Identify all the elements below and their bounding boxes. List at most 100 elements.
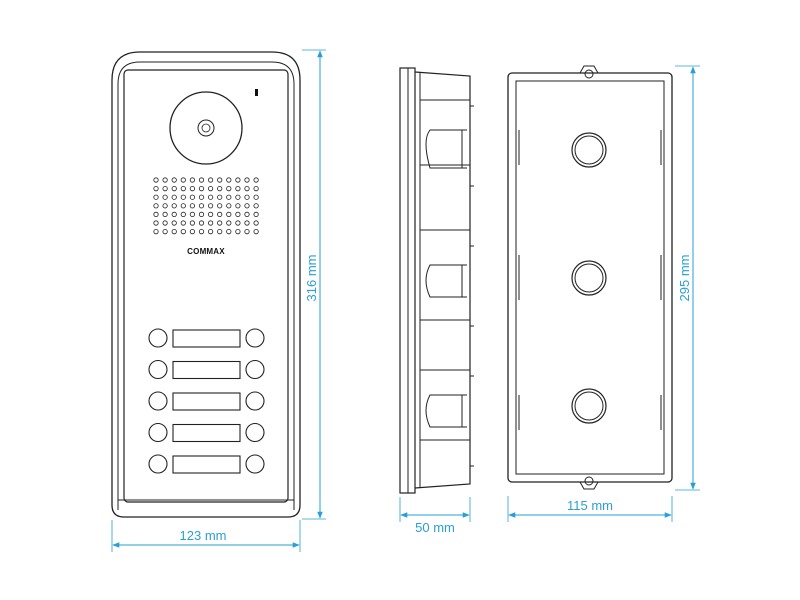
speaker-hole — [198, 211, 205, 217]
speaker-hole — [208, 194, 214, 200]
speaker-hole — [189, 186, 195, 192]
brand-logo: COMMAX — [187, 247, 225, 256]
speaker-hole — [244, 203, 250, 209]
speaker-hole — [180, 177, 186, 183]
speaker-hole — [198, 220, 205, 226]
speaker-hole — [171, 186, 177, 192]
speaker-hole — [198, 177, 205, 183]
speaker-hole — [198, 186, 205, 192]
speaker-hole — [226, 220, 232, 226]
speaker-hole — [198, 229, 205, 235]
call-button-row — [148, 359, 265, 380]
speaker-hole — [235, 194, 241, 200]
call-button[interactable] — [245, 422, 265, 443]
speaker-hole — [217, 194, 223, 200]
call-button-row — [148, 454, 265, 474]
side-depth-label: 50 mm — [415, 520, 455, 535]
speaker-hole — [244, 194, 250, 200]
call-button[interactable] — [245, 328, 265, 348]
speaker-hole — [189, 211, 195, 217]
speaker-hole — [198, 203, 205, 209]
speaker-hole — [244, 229, 250, 235]
side-clip — [425, 264, 467, 298]
speaker-hole — [189, 203, 195, 209]
speaker-hole — [162, 203, 168, 209]
speaker-hole — [180, 194, 186, 200]
speaker-hole — [253, 229, 259, 235]
speaker-hole — [208, 211, 214, 217]
speaker-hole — [171, 194, 177, 200]
name-plate — [172, 329, 241, 348]
camera-lens-icon — [169, 91, 243, 165]
front-panel: COMMAX — [111, 51, 301, 518]
speaker-hole — [189, 194, 195, 200]
name-plate — [172, 423, 241, 443]
speaker-hole — [153, 229, 159, 235]
speaker-hole — [244, 177, 250, 183]
speaker-hole — [171, 177, 177, 183]
call-button[interactable] — [148, 422, 168, 443]
call-button[interactable] — [148, 454, 168, 474]
call-button[interactable] — [148, 391, 168, 411]
speaker-hole — [217, 186, 223, 192]
status-led-icon — [255, 89, 258, 96]
speaker-hole — [153, 177, 159, 183]
speaker-hole — [235, 186, 241, 192]
speaker-hole — [189, 220, 195, 226]
speaker-hole — [208, 203, 214, 209]
speaker-hole — [153, 211, 159, 217]
speaker-hole — [217, 220, 223, 226]
cable-knockout-icon — [571, 388, 607, 424]
speaker-hole — [189, 177, 195, 183]
speaker-hole — [235, 203, 241, 209]
speaker-hole — [235, 177, 241, 183]
call-button-row — [148, 391, 265, 411]
call-button[interactable] — [245, 391, 265, 411]
speaker-hole — [253, 211, 259, 217]
mounting-screw-icon — [584, 476, 594, 486]
call-button[interactable] — [148, 359, 168, 380]
back-box-width-dimension: 115 mm — [507, 496, 673, 522]
call-button[interactable] — [245, 359, 265, 380]
speaker-hole — [189, 229, 195, 235]
side-view — [399, 67, 474, 494]
call-button-row — [148, 328, 265, 348]
speaker-hole — [162, 211, 168, 217]
speaker-hole — [208, 220, 214, 226]
side-clip — [425, 394, 467, 428]
speaker-hole — [180, 229, 186, 235]
speaker-hole — [226, 211, 232, 217]
speaker-hole — [162, 229, 168, 235]
speaker-hole — [180, 203, 186, 209]
speaker-hole — [162, 186, 168, 192]
speaker-hole — [162, 220, 168, 226]
speaker-hole — [235, 211, 241, 217]
speaker-hole — [235, 229, 241, 235]
front-height-label: 316 mm — [304, 255, 319, 302]
back-box-height-label: 295 mm — [677, 255, 692, 302]
speaker-hole — [253, 220, 259, 226]
speaker-hole — [217, 177, 223, 183]
back-box-width-label: 115 mm — [567, 498, 613, 513]
speaker-hole — [208, 186, 214, 192]
speaker-hole — [253, 177, 259, 183]
speaker-hole — [153, 186, 159, 192]
front-width-dimension: 123 mm — [111, 520, 301, 552]
call-button[interactable] — [245, 454, 265, 474]
speaker-hole — [226, 186, 232, 192]
speaker-hole — [253, 194, 259, 200]
speaker-hole — [226, 203, 232, 209]
speaker-hole — [208, 177, 214, 183]
speaker-hole — [153, 203, 159, 209]
speaker-hole — [253, 203, 259, 209]
call-button[interactable] — [148, 328, 168, 348]
speaker-hole — [226, 229, 232, 235]
speaker-hole — [208, 229, 214, 235]
speaker-hole — [217, 229, 223, 235]
name-plate — [172, 360, 241, 380]
mounting-screw-icon — [584, 69, 594, 79]
speaker-hole — [153, 194, 159, 200]
side-clip — [425, 129, 467, 169]
speaker-hole — [171, 220, 177, 226]
